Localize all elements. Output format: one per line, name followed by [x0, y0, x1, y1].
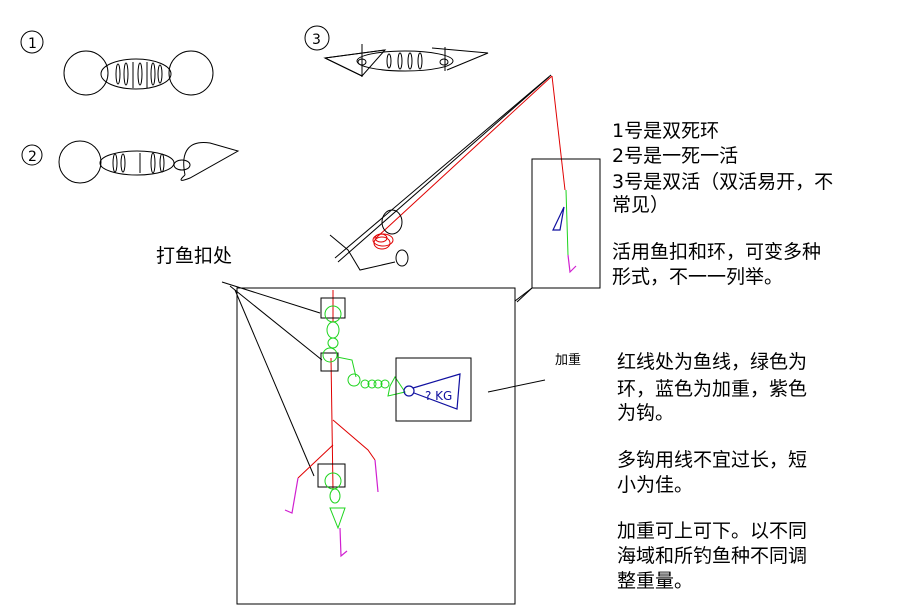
note-line: 活用鱼扣和环，可变多种 [612, 241, 821, 263]
weight-box [395, 357, 472, 422]
note-line: 红线处为鱼线，绿色为 [617, 351, 807, 373]
knot-3-number: 3 [312, 32, 321, 48]
knot-3-double-slip: 3 [304, 25, 489, 77]
note-line: 海域和所钓鱼种不同调 [617, 545, 807, 567]
knot-1-number: 1 [28, 36, 37, 52]
knot-3-number-circle [304, 25, 330, 51]
note-line: 为钩。 [617, 402, 674, 424]
hooks [284, 459, 379, 558]
note-multi-hook: 多钩用线不宜过长，短 小为佳。 [617, 449, 807, 496]
note-line: 2号是一死一活 [612, 145, 738, 167]
knot-1-number-circle [20, 30, 44, 54]
note-line: 小为佳。 [617, 474, 693, 496]
rings [322, 305, 406, 530]
weight-icon [403, 373, 461, 410]
note-color-legend: 红线处为鱼线，绿色为 环，蓝色为加重，紫色 为钩。 [617, 351, 807, 424]
note-weight: 加重可上可下。以不同 海域和所钓鱼种不同调 整重量。 [617, 520, 807, 592]
note-line: 3号是双活（双活易开，不 [612, 171, 833, 193]
note-line: 常见） [612, 194, 669, 216]
knot-2-number: 2 [28, 149, 37, 165]
rod-tip-detail-box [531, 158, 601, 289]
knot-box-middle [320, 352, 339, 372]
rig-detail-box [236, 287, 516, 605]
rod-fishing-line [375, 75, 553, 239]
knot-box-top [320, 297, 346, 319]
knot-2-number-circle [21, 144, 43, 166]
knot-box-bottom [317, 463, 346, 488]
note-line: 整重量。 [617, 570, 693, 592]
weight-unit-label: ? KG [425, 389, 452, 403]
knot-1-double-fixed-ring: 1 [20, 30, 214, 96]
knot-2-fixed-and-slip: 2 [21, 140, 240, 184]
note-knot-types: 1号是双死环 2号是一死一活 3号是双活（双活易开，不 常见） [612, 120, 833, 216]
note-line: 加重可上可下。以不同 [617, 520, 807, 542]
fishing-rod [329, 74, 566, 271]
note-line: 1号是双死环 [612, 120, 719, 142]
note-line: 形式，不一一列举。 [612, 266, 783, 288]
note-flexible: 活用鱼扣和环，可变多种 形式，不一一列举。 [612, 241, 821, 288]
reel-line-icon [372, 233, 394, 250]
note-line: 环，蓝色为加重，紫色 [617, 378, 807, 400]
knot-point-label: 打鱼扣处 [156, 245, 232, 267]
note-line: 多钩用线不宜过长，短 [617, 449, 807, 471]
weight-label: 加重 [555, 352, 581, 368]
